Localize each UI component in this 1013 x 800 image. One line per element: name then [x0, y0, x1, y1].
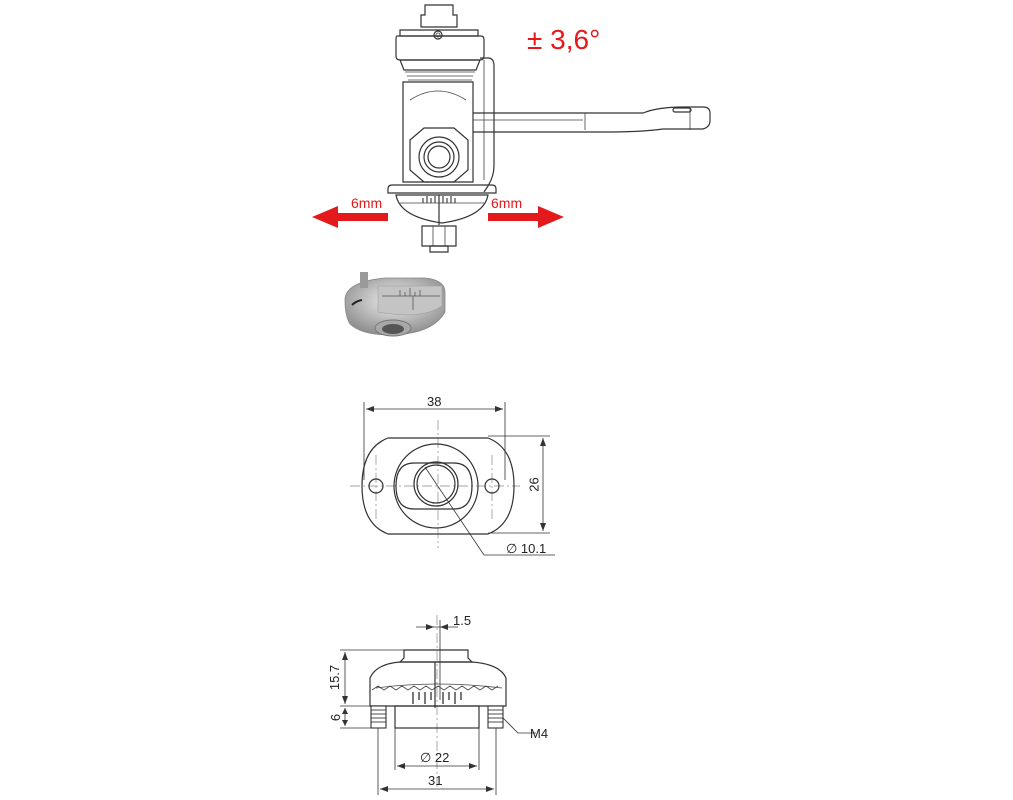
width-dimension-label: 38: [427, 394, 442, 409]
bore-diameter-label: ∅ 10.1: [506, 541, 547, 556]
left-arrow-icon: [312, 206, 388, 228]
stud-height-label: 6: [328, 713, 344, 722]
thread-label: M4: [530, 726, 549, 741]
inner-diameter-label: ∅ 22: [420, 750, 450, 765]
stud-spacing-label: 31: [428, 773, 443, 788]
plan-view-drawing: [350, 402, 555, 556]
base-photo: [344, 272, 446, 337]
left-travel-label: 6mm: [351, 195, 383, 211]
offset-dimension-label: 1.5: [453, 613, 472, 628]
section-view-drawing: [340, 615, 536, 795]
angle-label: ± 3,6°: [527, 24, 601, 55]
right-arrow-icon: [488, 206, 564, 228]
right-travel-label: 6mm: [491, 195, 523, 211]
head-assembly-drawing: [387, 4, 711, 253]
total-height-label: 15.7: [327, 664, 343, 691]
height-dimension-label: 26: [526, 477, 542, 492]
